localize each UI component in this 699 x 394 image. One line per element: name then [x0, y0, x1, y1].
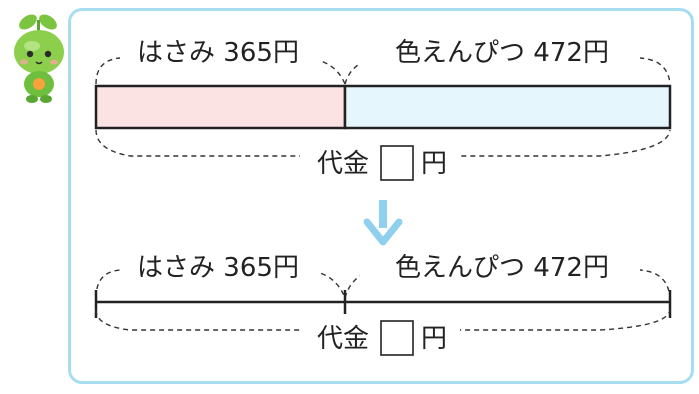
top-right-label: 色えんぴつ 472円: [395, 38, 609, 68]
top-total-prefix: 代金: [317, 149, 369, 179]
bottom-total-prefix: 代金: [317, 324, 369, 354]
top-left-label: はさみ 365円: [137, 38, 299, 68]
top-total-brace: [95, 129, 671, 157]
bottom-total-brace: [95, 309, 671, 331]
down-arrow-icon: [363, 200, 403, 246]
sprout-mascot-icon: [8, 6, 70, 106]
bottom-answer-box[interactable]: [380, 320, 414, 356]
top-right-segment: [343, 84, 672, 130]
bottom-left-brace: [95, 269, 346, 299]
bottom-total-suffix: 円: [421, 324, 447, 354]
top-left-brace: [95, 57, 346, 85]
bottom-right-label: 色えんぴつ 472円: [395, 253, 609, 283]
top-right-brace: [344, 57, 671, 85]
top-answer-box[interactable]: [380, 145, 414, 181]
top-total-suffix: 円: [421, 149, 447, 179]
top-left-segment: [94, 84, 347, 130]
bottom-left-label: はさみ 365円: [137, 253, 299, 283]
